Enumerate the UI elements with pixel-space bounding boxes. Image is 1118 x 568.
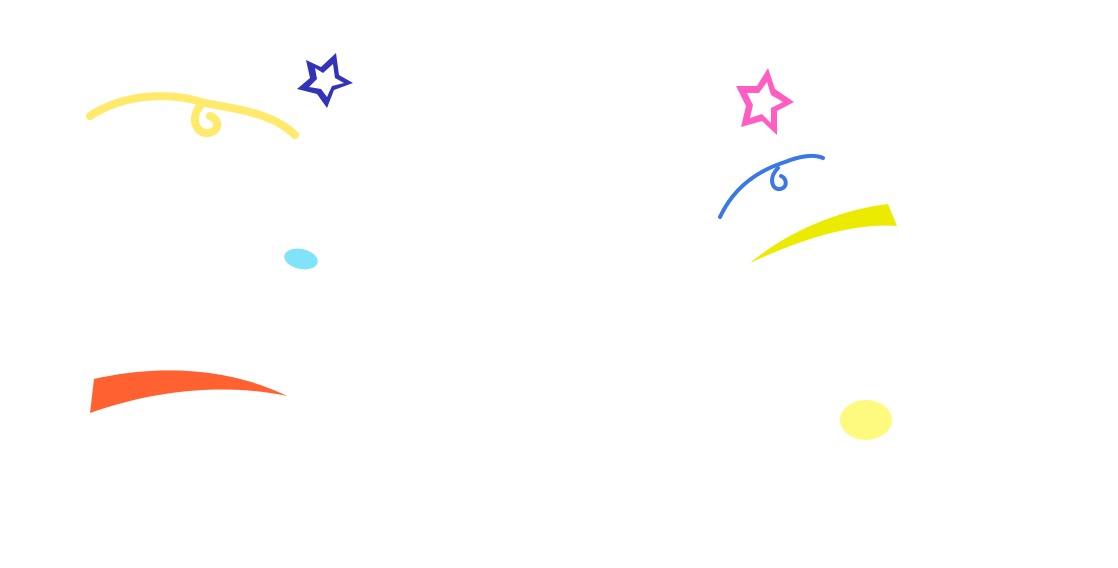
cyan-dot — [284, 248, 318, 270]
yellow-ribbon — [750, 204, 897, 263]
orange-ribbon — [90, 370, 287, 413]
pale-yellow-dot — [840, 400, 892, 440]
pink-outline-star — [736, 68, 794, 135]
blue-curly-streamer — [718, 153, 825, 219]
navy-outline-star — [297, 53, 353, 108]
yellow-curly-streamer — [86, 92, 299, 139]
